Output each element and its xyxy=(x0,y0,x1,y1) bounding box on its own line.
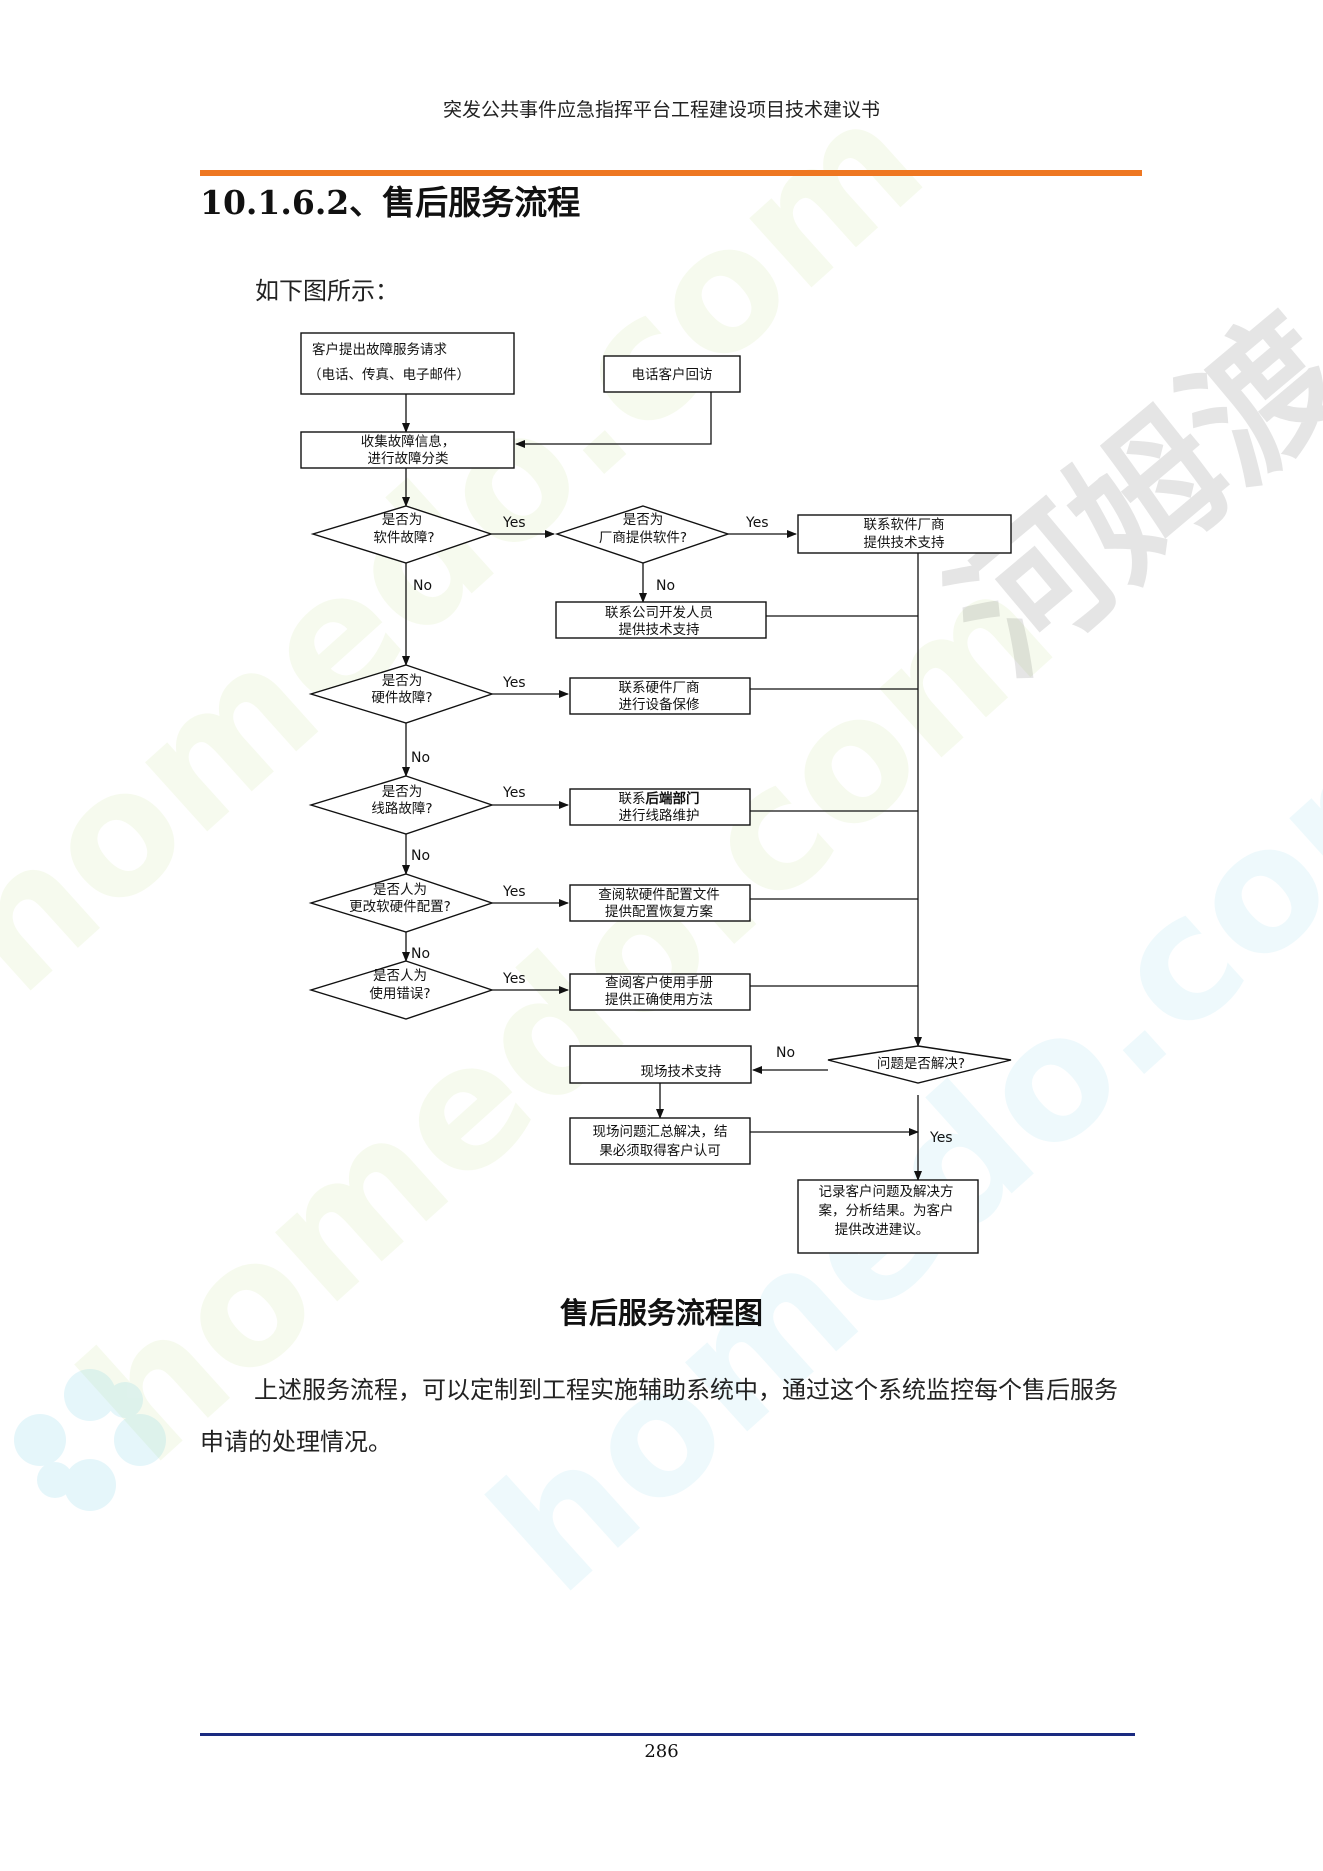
decision-resolved xyxy=(827,1045,1012,1084)
label: 是否为 xyxy=(623,512,664,528)
label: 提供正确使用方法 xyxy=(605,991,713,1008)
decision-line xyxy=(308,775,495,835)
decision-hardware xyxy=(308,664,495,724)
label: 软件故障? xyxy=(373,530,434,546)
label: 提供配置恢复方案 xyxy=(605,903,713,920)
label-bold: 后端部门 xyxy=(646,790,700,807)
label: 提供技术支持 xyxy=(864,535,945,551)
label: 现场技术支持 xyxy=(641,1064,722,1080)
node-collect xyxy=(300,431,515,469)
node-record xyxy=(797,1179,979,1254)
decision-usage xyxy=(308,960,495,1020)
label: 进行设备保修 xyxy=(619,696,700,713)
label: 是否为 xyxy=(382,784,423,800)
label: 是否人为 xyxy=(373,968,427,984)
node-hw-vendor xyxy=(569,677,751,715)
branch-label-yes: Yes xyxy=(929,1130,953,1146)
label: 果必须取得客户认可 xyxy=(599,1142,721,1159)
node-backend xyxy=(569,788,751,826)
node-dev-team xyxy=(555,601,767,639)
section-title: 10.1.6.2、售后服务流程 xyxy=(200,183,581,222)
branch-label-no: No xyxy=(656,578,675,594)
label: 电话客户回访 xyxy=(632,366,713,383)
label: 联系软件厂商 xyxy=(864,517,945,533)
node-config-fix xyxy=(569,884,751,922)
running-header: 突发公共事件应急指挥平台工程建设项目技术建议书 xyxy=(442,99,880,121)
branch-label-no: No xyxy=(411,946,430,962)
label: 查阅客户使用手册 xyxy=(605,974,713,991)
label: 使用错误? xyxy=(369,985,430,1002)
label: 是否人为 xyxy=(373,882,427,898)
node-sw-vendor xyxy=(797,514,1012,554)
branch-label-yes: Yes xyxy=(502,884,526,900)
label: 客户提出故障服务请求 xyxy=(312,341,447,358)
page-number: 286 xyxy=(644,1741,679,1762)
label: 厂商提供软件? xyxy=(599,530,687,546)
decision-config xyxy=(308,873,495,933)
branch-label-yes: Yes xyxy=(745,515,769,531)
body-paragraph: 上述服务流程，可以定制到工程实施辅助系统中，通过这个系统监控每个售后服务申请的处… xyxy=(200,1376,1118,1456)
node-onsite xyxy=(569,1045,752,1084)
label: 进行故障分类 xyxy=(368,451,449,467)
body-text: 上述服务流程，可以定制到工程实施辅助系统中，通过这个系统监控每个售后服务申请的处… xyxy=(200,1364,1130,1468)
figure-caption: 售后服务流程图 xyxy=(559,1296,763,1330)
branch-label-yes: Yes xyxy=(502,971,526,987)
label: 是否为 xyxy=(382,512,423,528)
label: 硬件故障? xyxy=(371,690,432,706)
branch-label-yes: Yes xyxy=(502,785,526,801)
branch-label-no: No xyxy=(413,578,432,594)
label: 案，分析结果。为客户 xyxy=(819,1202,954,1219)
node-callback xyxy=(603,355,741,393)
decision-software xyxy=(310,505,494,564)
intro-text: 如下图所示： xyxy=(255,277,399,305)
label: 问题是否解决? xyxy=(877,1056,965,1072)
branch-label-yes: Yes xyxy=(502,515,526,531)
label: 现场问题汇总解决，结 xyxy=(593,1124,728,1140)
label: 联系 xyxy=(619,791,646,807)
branch-label-yes: Yes xyxy=(502,675,526,691)
node-manual xyxy=(569,973,751,1011)
header-rule xyxy=(200,170,1142,176)
label: （电话、传真、电子邮件） xyxy=(308,367,470,383)
node-onsite-summary xyxy=(569,1117,751,1165)
footer-rule xyxy=(200,1733,1135,1736)
label: 联系硬件厂商 xyxy=(619,680,700,696)
label: 更改软硬件配置? xyxy=(349,899,451,915)
label: 是否为 xyxy=(382,673,423,689)
label: 查阅软硬件配置文件 xyxy=(598,887,720,903)
branch-label-no: No xyxy=(776,1045,795,1061)
label: 进行线路维护 xyxy=(619,808,700,824)
branch-label-no: No xyxy=(411,848,430,864)
node-request xyxy=(300,332,515,395)
flower-logo-icon xyxy=(14,1369,166,1511)
after-sales-flowchart: 客户提出故障服务请求 （电话、传真、电子邮件） 电话客户回访 收集故障信息， 进… xyxy=(300,332,1012,1254)
label: 提供改进建议。 xyxy=(835,1222,930,1238)
branch-label-no: No xyxy=(411,750,430,766)
label: 收集故障信息， xyxy=(361,433,456,450)
label: 记录客户问题及解决方 xyxy=(819,1183,954,1200)
label: 联系后端部门 xyxy=(619,790,700,807)
decision-vendor-software xyxy=(554,505,731,564)
label: 线路故障? xyxy=(371,801,432,817)
label: 提供技术支持 xyxy=(619,622,700,638)
label: 联系公司开发人员 xyxy=(605,605,713,621)
